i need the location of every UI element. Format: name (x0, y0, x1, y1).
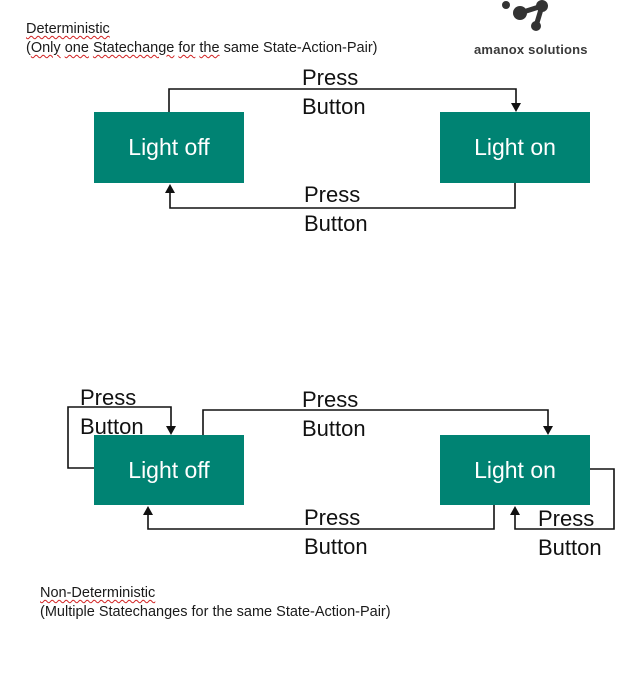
nondeterministic-title: Non-Deterministic (40, 585, 156, 601)
amanox-logo-text: amanox solutions (474, 42, 588, 57)
nondet-state-light-off: Light off (94, 435, 244, 505)
det-state-light-on: Light on (440, 112, 590, 183)
amanox-logo-icon (502, 0, 548, 31)
det-label-on-to-off: Press Button (304, 182, 368, 236)
deterministic-caption: Deterministic (Only one Statechange for … (26, 20, 377, 58)
nondet-state-light-on-label: Light on (474, 456, 556, 483)
nondet-label-on-self: Press Button (538, 506, 602, 560)
nondeterministic-subtitle: (Multiple Statechanges for the same Stat… (40, 604, 391, 620)
nondet-arrow-off-to-on (202, 409, 549, 435)
nondet-label-off-self: Press Button (80, 385, 144, 439)
nondet-arrow-off-self (67, 406, 172, 469)
det-state-light-off-label: Light off (128, 134, 210, 160)
det-arrow-on-to-off (169, 183, 516, 209)
det-arrow-off-to-on (168, 88, 517, 112)
nondet-label-off-to-on: Press Button (302, 387, 366, 441)
nondeterministic-caption: Non-Deterministic (Multiple Statechanges… (40, 584, 391, 622)
det-label-off-to-on: Press Button (302, 65, 366, 119)
nondet-state-light-off-label: Light off (128, 456, 210, 483)
nondet-label-on-to-off: Press Button (304, 505, 368, 559)
nondet-arrow-on-self (514, 468, 615, 530)
det-state-light-on-label: Light on (474, 134, 556, 160)
deterministic-title: Deterministic (26, 21, 110, 37)
nondet-arrow-on-to-off (147, 505, 495, 530)
deterministic-subtitle: (Only one Statechange for the same State… (26, 40, 378, 56)
nondet-state-light-on: Light on (440, 435, 590, 505)
det-state-light-off: Light off (94, 112, 244, 183)
